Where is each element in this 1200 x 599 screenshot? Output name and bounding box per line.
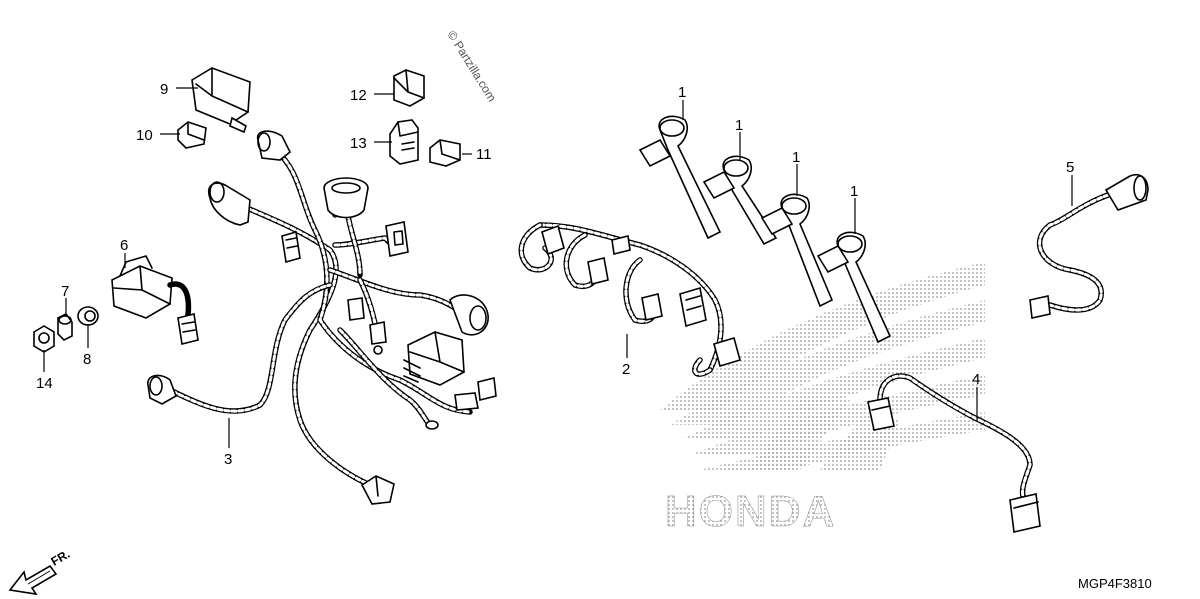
part-5-sensor-lead (1029, 174, 1149, 319)
callout-14: 14 (36, 375, 53, 392)
callout-6: 6 (120, 237, 128, 254)
leader-lines (43, 87, 1073, 448)
callout-labels: 1 1 1 1 2 3 4 5 6 7 8 9 10 11 12 13 14 (36, 81, 1074, 468)
part-14-nut (33, 325, 55, 353)
callout-2: 2 (622, 361, 630, 378)
part-1-ignition-coil-a (638, 115, 722, 240)
logo-text: HONDA (665, 487, 836, 536)
callout-8: 8 (83, 351, 91, 368)
part-2-sub-harness (518, 222, 741, 377)
part-6-control-unit (111, 255, 199, 345)
callout-10: 10 (136, 127, 153, 144)
arrow-icon (8, 564, 58, 596)
callout-7: 7 (61, 283, 69, 300)
callout-1: 1 (850, 183, 858, 200)
callout-11: 11 (476, 146, 492, 163)
part-10-cap (177, 121, 207, 149)
front-label: FR. (49, 547, 73, 569)
part-4-sensor-lead (867, 373, 1041, 533)
part-1-ignition-coil-d (816, 231, 892, 344)
part-13-socket (389, 119, 419, 165)
callout-9: 9 (160, 81, 168, 98)
callout-1: 1 (735, 117, 743, 134)
part-11-clip (429, 139, 461, 167)
part-3-main-harness (147, 130, 497, 505)
part-7-collar (57, 312, 73, 341)
part-8-grommet (77, 306, 99, 326)
callout-12: 12 (350, 87, 367, 104)
callout-5: 5 (1066, 159, 1074, 176)
callout-13: 13 (350, 135, 367, 152)
part-1-ignition-coil-b (702, 155, 778, 246)
part-9-relay (191, 67, 251, 134)
callout-1: 1 (678, 84, 686, 101)
callout-3: 3 (224, 451, 232, 468)
reference-code: MGP4F3810 (1078, 576, 1152, 591)
part-1-ignition-coil-c (760, 193, 834, 308)
watermark-text: © Partzilla.com (444, 28, 499, 104)
callout-1: 1 (792, 149, 800, 166)
wing-logo-icon (660, 262, 985, 470)
callout-4: 4 (972, 371, 980, 388)
part-12-relay (393, 69, 425, 107)
